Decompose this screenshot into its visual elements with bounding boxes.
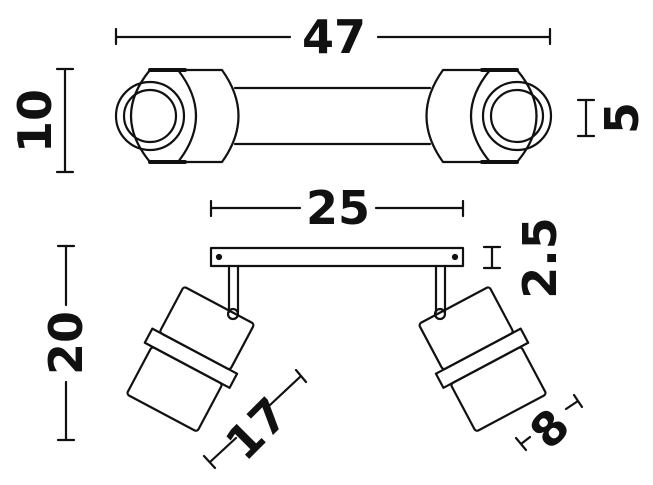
dim-label-total-height-top: 10 [8, 89, 62, 153]
dim-label-head-depth: 5 [595, 102, 649, 134]
dim-label-plate-width: 25 [306, 181, 370, 235]
dim-label-total-width: 47 [302, 10, 366, 64]
dim-line-head-length [202, 368, 308, 470]
side-view-right-head [418, 286, 547, 432]
dim-line-plate-width [209, 199, 465, 218]
dim-line-total-height-side [56, 244, 76, 442]
dim-line-total-height-top [55, 67, 75, 174]
dim-line-head-diameter [514, 393, 584, 452]
dim-label-plate-thickness: 2.5 [513, 217, 567, 299]
top-view-left-head [114, 68, 240, 164]
left-stem [227, 264, 240, 314]
dim-line-total-width [114, 27, 552, 46]
dim-label-head-length: 17 [215, 387, 298, 470]
right-stem [434, 264, 447, 314]
side-view [126, 246, 547, 432]
mounting-plate [209, 246, 465, 268]
side-view-left-head [126, 286, 255, 432]
top-view [114, 68, 553, 164]
top-view-bar [233, 86, 432, 146]
dim-label-head-diameter: 8 [519, 398, 580, 459]
dim-line-plate-thickness [482, 245, 502, 270]
dimension-lines [55, 27, 596, 470]
dim-line-head-depth [576, 98, 596, 138]
top-view-right-head [425, 68, 553, 164]
dimension-labels: 47 10 5 25 2.5 20 17 8 [8, 10, 649, 470]
dim-label-total-height-side: 20 [39, 311, 93, 375]
